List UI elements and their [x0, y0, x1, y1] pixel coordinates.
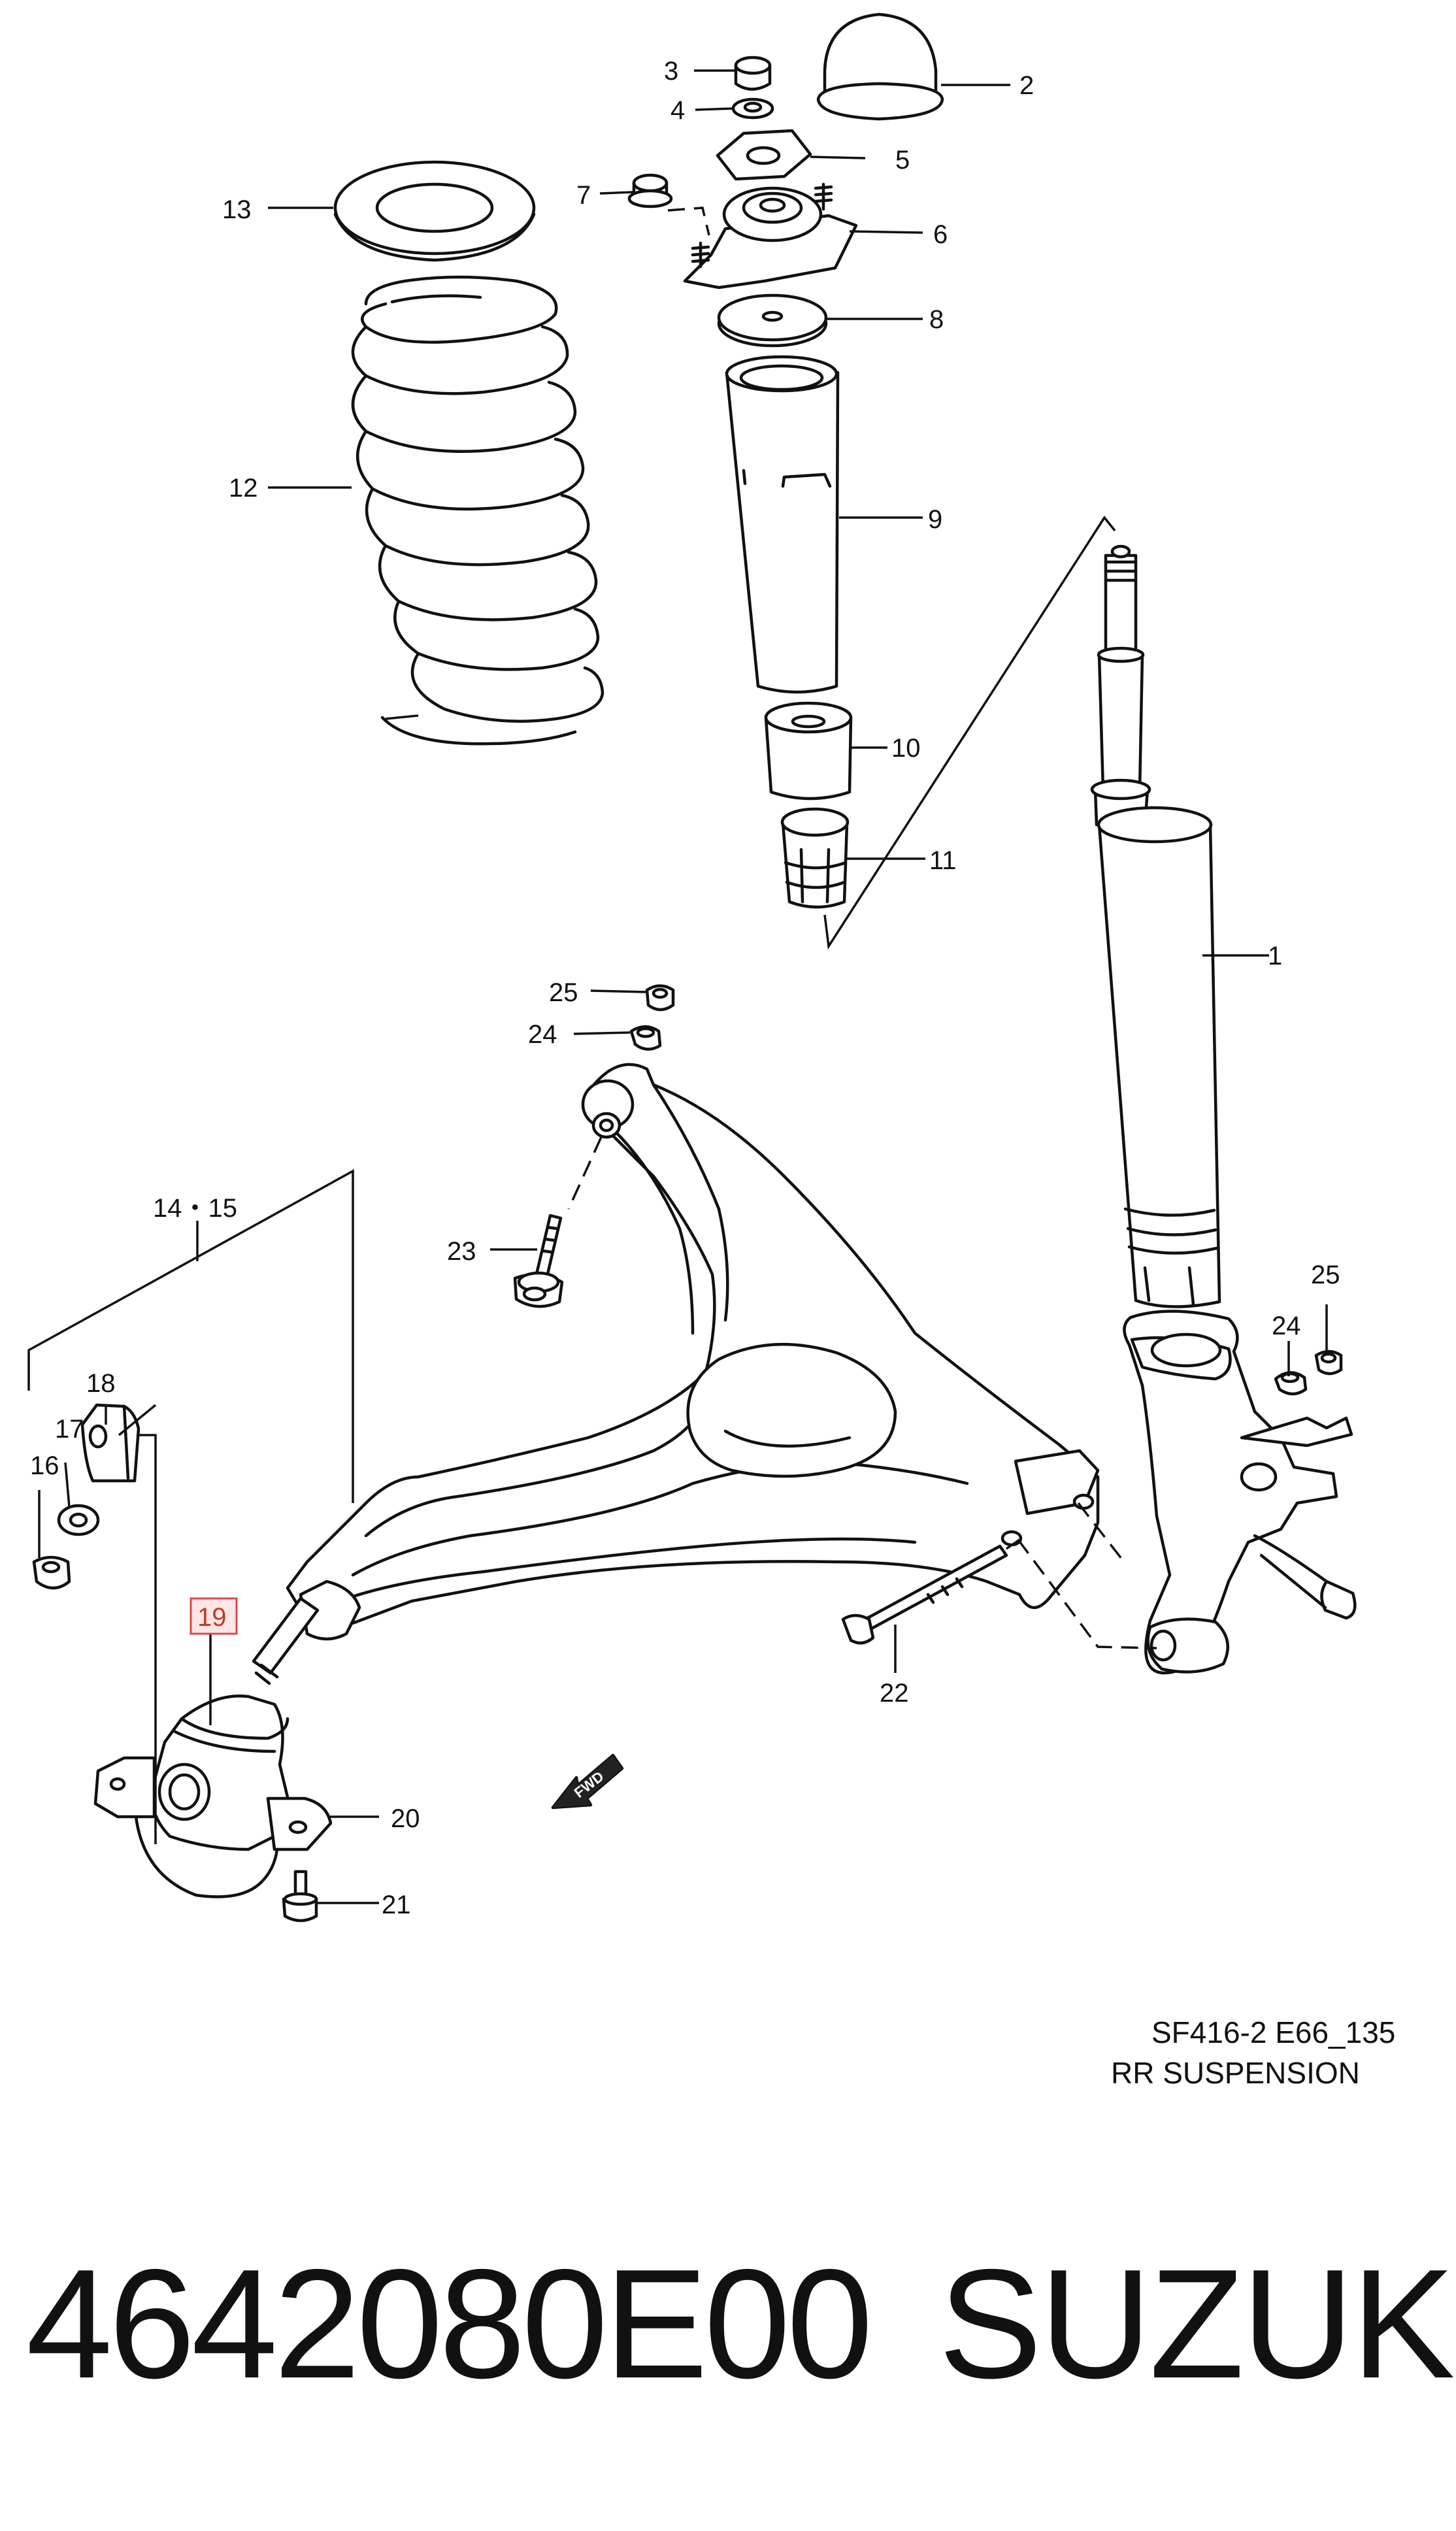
part-number: 4642080E00	[26, 2238, 873, 2411]
callout-11: 11	[929, 846, 957, 875]
bushing-assembly	[93, 1580, 361, 1898]
nut-16	[32, 1555, 71, 1590]
washer-8	[717, 293, 828, 348]
mount-6	[683, 182, 858, 289]
washer-4	[731, 97, 774, 120]
nut-24-top	[629, 1025, 662, 1051]
callout-25-top: 25	[549, 978, 578, 1007]
callout-6: 6	[933, 220, 948, 249]
callout-3: 3	[664, 57, 678, 86]
dust-boot-9	[725, 355, 840, 694]
control-arm	[286, 1063, 1229, 1674]
knuckle	[1123, 1310, 1357, 1675]
plate-5	[716, 129, 812, 181]
spring-seat-13	[333, 160, 536, 262]
bolt-23	[513, 1136, 603, 1308]
callout-25-right: 25	[1311, 1261, 1340, 1289]
bolt-22	[841, 1538, 1021, 1645]
callout-21: 21	[382, 1891, 411, 1919]
callout-14-15: 14・15	[153, 1194, 237, 1223]
callout-23: 23	[447, 1237, 476, 1266]
footer	[0, 2106, 1456, 2531]
callout-2: 2	[1019, 71, 1034, 100]
callout-12: 12	[229, 474, 258, 503]
coil-spring-12	[351, 275, 604, 746]
callout-18: 18	[86, 1369, 116, 1398]
brand-name: SUZUKI	[938, 2238, 1456, 2411]
callout-7: 7	[576, 181, 591, 210]
callout-19: 19	[197, 1603, 227, 1632]
bolt-7	[627, 173, 710, 236]
leader-lines	[38, 69, 1328, 1904]
callout-9: 9	[928, 505, 942, 534]
callout-10: 10	[891, 734, 921, 763]
callout-24-right: 24	[1272, 1312, 1301, 1340]
callout-22: 22	[880, 1679, 909, 1708]
bump-stop-10	[764, 701, 853, 801]
nut-3	[734, 56, 772, 91]
callouts: 1 2 3 4 5 6 7 8 9 10 11 12 13 14・15 16 1…	[30, 57, 1340, 1919]
callout-19-box	[190, 1597, 238, 1635]
callout-20: 20	[391, 1804, 420, 1833]
bolt-21	[282, 1870, 318, 1923]
callout-8: 8	[929, 305, 944, 334]
diagram-ref-code: SF416-2 E66_135	[1151, 2015, 1395, 2049]
bump-stop-11	[780, 807, 850, 909]
fwd-arrow: FWD	[551, 1753, 624, 1810]
nut-25-top	[645, 984, 675, 1012]
callout-13: 13	[222, 195, 252, 224]
group-bracket-shock	[823, 516, 1116, 950]
bracket-18	[80, 1403, 141, 1483]
nut-24-right	[1274, 1371, 1308, 1396]
parts-diagram: FWD 1 2 3 4 5 6 7 8	[27, 12, 1396, 2090]
callout-16: 16	[30, 1451, 59, 1480]
callout-4: 4	[670, 96, 685, 125]
shock-absorber-1	[1090, 544, 1221, 1308]
callout-24-top: 24	[528, 1020, 557, 1049]
callout-17: 17	[55, 1415, 84, 1444]
nut-25-right	[1314, 1349, 1343, 1376]
callout-1: 1	[1268, 942, 1282, 970]
diagram-section-title: RR SUSPENSION	[1111, 2056, 1360, 2090]
cap-2	[816, 12, 944, 121]
group-bracket-14-15	[27, 1169, 354, 1844]
washer-17	[57, 1504, 100, 1536]
callout-5: 5	[895, 146, 910, 174]
